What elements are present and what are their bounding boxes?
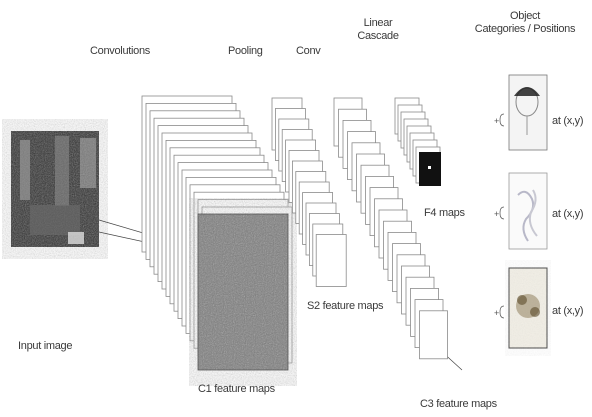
conv-label: Conv xyxy=(296,45,320,58)
c1-front-image xyxy=(198,214,288,370)
pooling-label: Pooling xyxy=(228,45,263,58)
input-image-label: Input image xyxy=(18,340,72,353)
linear-cascade-label: Linear Cascade xyxy=(350,17,406,43)
output-brackets: + + + xyxy=(494,114,504,318)
output-label-2: at (x,y) xyxy=(552,208,583,221)
output-label-3: at (x,y) xyxy=(552,305,583,318)
convolutions-label: Convolutions xyxy=(90,45,150,58)
input-image-thumbnail xyxy=(11,131,99,247)
output-panel-3 xyxy=(509,268,547,348)
s2-feature-maps-label: S2 feature maps xyxy=(307,300,383,313)
object-categories-label: Object Categories / Positions xyxy=(468,10,582,36)
svg-text:+: + xyxy=(494,116,499,126)
c3-feature-maps-label: C3 feature maps xyxy=(420,398,497,411)
f4-maps-label: F4 maps xyxy=(424,207,465,220)
output-panel-2 xyxy=(509,173,547,249)
c3-feature-map-layer xyxy=(420,311,448,359)
c1-feature-maps-label: C1 feature maps xyxy=(198,383,275,396)
s2-feature-map-layer xyxy=(316,235,346,287)
svg-text:+: + xyxy=(494,308,499,318)
svg-text:+: + xyxy=(494,209,499,219)
output-panel-1 xyxy=(509,75,547,150)
output-label-1: at (x,y) xyxy=(552,115,583,128)
f4-front-map xyxy=(419,152,441,186)
